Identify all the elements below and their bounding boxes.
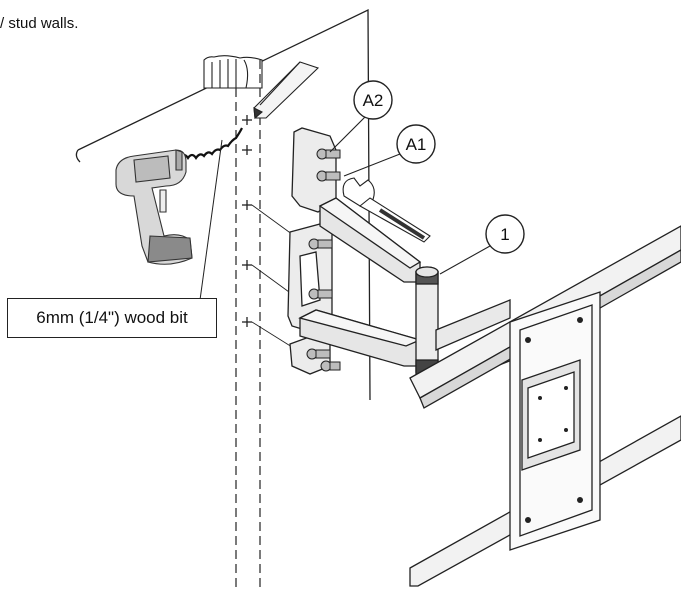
drill-bit	[179, 127, 243, 160]
callout-part-1-label: 1	[500, 225, 509, 244]
wall-panel	[75, 8, 371, 401]
upper-arm	[318, 197, 422, 283]
drill-bit-label: 6mm (1/4") wood bit	[7, 298, 217, 338]
tv-bracket	[509, 291, 601, 551]
lag-bolts	[306, 148, 341, 372]
wall-stud	[203, 55, 263, 89]
stud-center-lines	[235, 60, 261, 587]
bit-leader-line	[199, 139, 223, 301]
pivot-column	[415, 266, 439, 381]
wrench-icon	[342, 177, 431, 243]
callout-a1-label: A1	[406, 135, 427, 154]
caption-text: / stud walls.	[0, 15, 79, 32]
callout-part-1: 1	[439, 214, 525, 275]
callout-a2-label: A2	[363, 91, 384, 110]
drill-icon	[115, 149, 193, 265]
lower-arm	[298, 309, 422, 367]
drill-bit-label-text: 6mm (1/4") wood bit	[36, 308, 188, 327]
callout-a2: A2	[329, 80, 393, 153]
pencil-icon	[253, 61, 320, 120]
callout-a1: A1	[343, 124, 436, 177]
pilot-hole-marks	[242, 115, 252, 327]
